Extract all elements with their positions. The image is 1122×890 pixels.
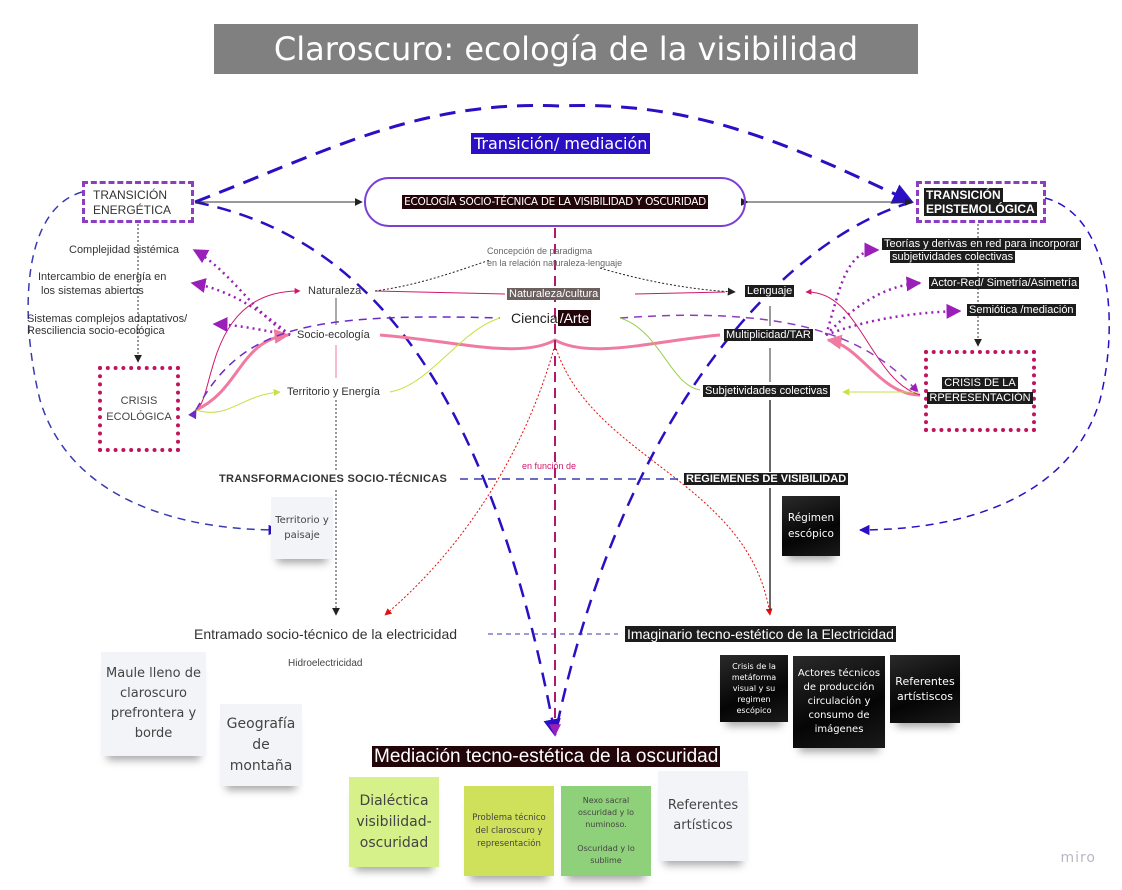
sticky-dialectica[interactable]: Dialéctica visibilidad-oscuridad xyxy=(349,777,439,867)
sticky-nexo-sacral[interactable]: Nexo sacral oscuridad y lo numinoso. Osc… xyxy=(561,786,651,876)
hidroelectricidad-label: Hidroelectricidad xyxy=(288,658,363,669)
sticky-referentes-artisticos[interactable]: Referentes artísticos xyxy=(658,771,748,861)
node-territorio-energia[interactable]: Territorio y Energía xyxy=(287,386,380,398)
concept-semiotica: Semiótica /mediación xyxy=(967,304,1076,316)
connector-left-loop xyxy=(27,191,280,536)
sticky-geografia[interactable]: Geografía de montaña xyxy=(220,704,302,786)
sticky-crisis-metaforma[interactable]: Crisis de la metáforma visual y su regim… xyxy=(720,655,788,722)
node-socio-ecologia[interactable]: Socio-ecología xyxy=(297,329,370,341)
connector-right-to-mediation xyxy=(553,200,913,736)
node-lenguaje[interactable]: Lenguaje xyxy=(745,285,795,297)
connector-top-arc xyxy=(194,104,914,204)
sticky-referentes-artistiscos[interactable]: Referentes artístiscos xyxy=(890,655,960,723)
connector-right-loop xyxy=(858,197,1110,536)
paradigm-note-2: en la relación naturaleza-lenguaje xyxy=(487,258,623,268)
mediation-title: Mediación tecno-estética de la oscuridad xyxy=(372,746,721,767)
page-title: Claroscuro: ecología de la visibilidad xyxy=(214,24,918,74)
concept-teorias: Teorías y derivas en red para incorporar… xyxy=(882,238,1082,263)
sticky-regimen-escopico[interactable]: Régimen escópico xyxy=(782,496,840,556)
concept-actor-red: Actor-Red/ Simetría/Asimetría xyxy=(929,277,1080,289)
crisis-ecologica-box[interactable]: CRISIS ECOLÓGICA xyxy=(98,366,180,452)
sticky-problema-tecnico[interactable]: Problema técnico del claroscuro y repres… xyxy=(464,786,554,876)
mediation-label: Transición/ mediación xyxy=(471,133,651,154)
en-funcion-label: en función de xyxy=(522,461,577,471)
concept-intercambio-1: Intercambio de energía en xyxy=(38,271,167,283)
node-multiplicidad[interactable]: Multiplicidad/TAR xyxy=(724,329,813,341)
transicion-epistemologica-box[interactable]: TRANSICIÓN EPISTEMOLÓGICA xyxy=(916,181,1046,223)
transformaciones-label: TRANSFORMACIONES SOCIO-TÉCNICAS xyxy=(219,473,448,485)
crisis-representacion-box[interactable]: CRISIS DE LA RPERESENTACIÓN xyxy=(924,350,1036,432)
transicion-energetica-box[interactable]: TRANSICIÓN ENERGÉTICA xyxy=(82,181,194,223)
node-naturaleza[interactable]: Naturaleza xyxy=(308,285,362,297)
central-oval-node[interactable]: ECOLOGÍA SOCIO-TÉCNICA DE LA VISIBILIDAD… xyxy=(364,177,746,227)
sticky-territorio-paisaje[interactable]: Territorio y paisaje xyxy=(271,497,333,559)
paradigm-note-1: Concepción de paradigma xyxy=(487,246,593,256)
imaginario-label: Imaginario tecno-estético de la Electric… xyxy=(625,626,896,642)
concept-sistemas-2: Resciliencia socio-ecológica xyxy=(27,325,165,337)
regimenes-label: REGIEMENES DE VISIBILIDAD xyxy=(684,473,849,485)
node-subjetividades[interactable]: Subjetividades colectivas xyxy=(703,385,830,397)
concept-complejidad: Complejidad sistémica xyxy=(69,244,180,256)
node-ciencia-arte[interactable]: Ciencia/Arte xyxy=(511,310,592,326)
concept-intercambio-2: los sistemas abiertos xyxy=(41,285,144,297)
sticky-maule[interactable]: Maule lleno de claroscuro prefrontera y … xyxy=(101,652,206,756)
miro-watermark: miro xyxy=(1060,850,1096,866)
concept-sistemas-1: Sistemas complejos adaptativos/ xyxy=(27,313,188,325)
entramado-label: Entramado socio-técnico de la electricid… xyxy=(194,626,458,642)
node-naturaleza-cultura[interactable]: Naturaleza/cultura xyxy=(507,288,601,300)
connector-left-to-mediation xyxy=(194,200,561,737)
sticky-actores-tecnicos[interactable]: Actores técnicos de producción circulaci… xyxy=(793,656,885,748)
